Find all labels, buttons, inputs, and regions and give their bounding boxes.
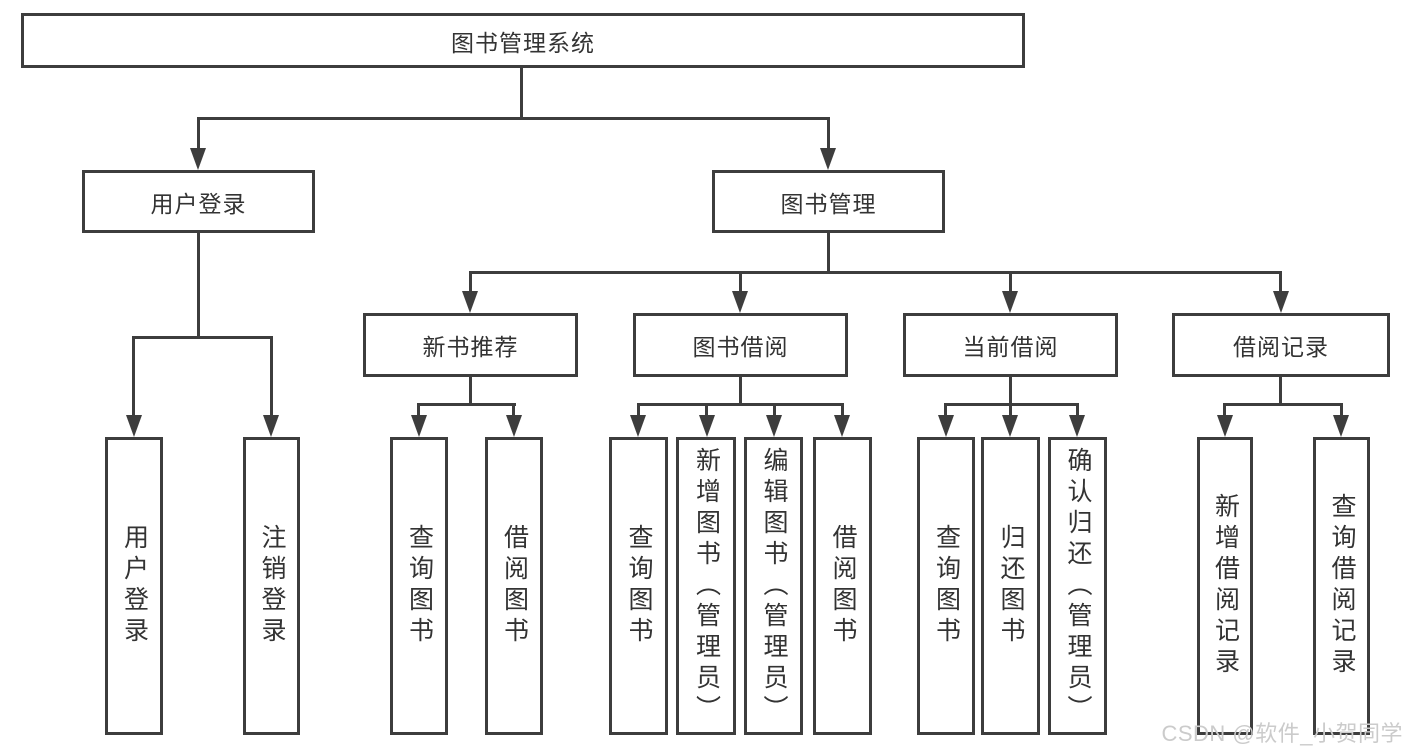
arrow-down-icon bbox=[462, 291, 478, 313]
arrow-down-icon bbox=[834, 415, 850, 437]
watermark: CSDN @软件_小贺同学 bbox=[1161, 721, 1403, 746]
connector-line bbox=[418, 403, 516, 406]
connector-line bbox=[1076, 403, 1079, 417]
connector-line bbox=[841, 403, 844, 417]
connector-line bbox=[469, 377, 472, 406]
connector-line bbox=[197, 117, 830, 120]
connector-line bbox=[944, 403, 947, 417]
arrow-down-icon bbox=[126, 415, 142, 437]
leaf-nbr-borrow-books: 借阅图书 bbox=[485, 437, 543, 735]
arrow-down-icon bbox=[1002, 415, 1018, 437]
connector-line bbox=[1223, 403, 1226, 417]
leaf-bb-edit-books-admin-label: 编辑图书（管理员） bbox=[760, 446, 788, 726]
connector-line bbox=[637, 403, 640, 417]
connector-line bbox=[1279, 271, 1282, 293]
leaf-cb-confirm-return-admin: 确认归还（管理员） bbox=[1048, 437, 1107, 735]
node-new-book-recommend-label: 新书推荐 bbox=[422, 334, 519, 360]
connector-line bbox=[637, 403, 844, 406]
leaf-cb-confirm-return-admin-label: 确认归还（管理员） bbox=[1064, 446, 1092, 726]
leaf-logout-label: 注销登录 bbox=[258, 524, 286, 648]
connector-line bbox=[739, 377, 742, 406]
arrow-down-icon bbox=[630, 415, 646, 437]
leaf-bb-borrow-books-label: 借阅图书 bbox=[829, 524, 857, 648]
connector-line bbox=[1009, 271, 1012, 293]
connector-line bbox=[827, 233, 830, 274]
connector-line bbox=[270, 336, 273, 417]
arrow-down-icon bbox=[190, 148, 206, 170]
connector-line bbox=[1340, 403, 1343, 417]
connector-line bbox=[1224, 403, 1343, 406]
leaf-nbr-borrow-books-label: 借阅图书 bbox=[500, 524, 529, 648]
leaf-br-query-record-label: 查询借阅记录 bbox=[1328, 493, 1356, 679]
arrow-down-icon bbox=[263, 415, 279, 437]
arrow-down-icon bbox=[1273, 291, 1289, 313]
node-borrowing-records: 借阅记录 bbox=[1172, 313, 1390, 377]
leaf-bb-borrow-books: 借阅图书 bbox=[813, 437, 872, 735]
node-current-borrowing: 当前借阅 bbox=[903, 313, 1118, 377]
node-book-management-system: 图书管理系统 bbox=[21, 13, 1025, 68]
arrow-down-icon bbox=[1002, 291, 1018, 313]
leaf-cb-return-books: 归还图书 bbox=[981, 437, 1040, 735]
node-new-book-recommend: 新书推荐 bbox=[363, 313, 578, 377]
leaf-br-add-record: 新增借阅记录 bbox=[1197, 437, 1253, 735]
leaf-bb-query-books-label: 查询图书 bbox=[625, 524, 653, 648]
connector-line bbox=[773, 403, 776, 417]
node-book-borrowing: 图书借阅 bbox=[633, 313, 848, 377]
connector-line bbox=[512, 403, 515, 417]
leaf-bb-query-books: 查询图书 bbox=[609, 437, 668, 735]
connector-line bbox=[417, 403, 420, 417]
arrow-down-icon bbox=[1069, 415, 1085, 437]
leaf-bb-edit-books-admin: 编辑图书（管理员） bbox=[744, 437, 803, 735]
node-book-management-label: 图书管理 bbox=[780, 190, 877, 217]
leaf-user-login-label: 用户登录 bbox=[120, 524, 149, 648]
node-book-borrowing-label: 图书借阅 bbox=[692, 334, 789, 360]
leaf-nbr-query-books: 查询图书 bbox=[390, 437, 448, 735]
arrow-down-icon bbox=[1217, 415, 1233, 437]
leaf-cb-query-books-label: 查询图书 bbox=[932, 524, 961, 648]
connector-line bbox=[1009, 377, 1012, 406]
node-user-login-label: 用户登录 bbox=[150, 190, 247, 217]
node-borrowing-records-label: 借阅记录 bbox=[1233, 334, 1329, 360]
leaf-br-add-record-label: 新增借阅记录 bbox=[1211, 493, 1240, 679]
connector-line bbox=[469, 271, 1282, 274]
arrow-down-icon bbox=[938, 415, 954, 437]
node-current-borrowing-label: 当前借阅 bbox=[962, 334, 1059, 360]
arrow-down-icon bbox=[1333, 415, 1349, 437]
connector-line bbox=[197, 117, 200, 150]
connector-line bbox=[827, 117, 830, 150]
arrow-down-icon bbox=[411, 415, 427, 437]
leaf-cb-return-books-label: 归还图书 bbox=[997, 524, 1025, 648]
leaf-logout: 注销登录 bbox=[243, 437, 300, 735]
leaf-br-query-record: 查询借阅记录 bbox=[1313, 437, 1370, 735]
node-book-management-system-label: 图书管理系统 bbox=[451, 29, 595, 56]
connector-line bbox=[1279, 377, 1282, 406]
arrow-down-icon bbox=[699, 415, 715, 437]
leaf-user-login: 用户登录 bbox=[105, 437, 163, 735]
connector-line bbox=[469, 271, 472, 293]
connector-line bbox=[197, 233, 200, 338]
arrow-down-icon bbox=[820, 148, 836, 170]
node-user-login: 用户登录 bbox=[82, 170, 315, 233]
arrow-down-icon bbox=[732, 291, 748, 313]
arrow-down-icon bbox=[766, 415, 782, 437]
node-book-management: 图书管理 bbox=[712, 170, 945, 233]
leaf-bb-add-books-admin-label: 新增图书（管理员） bbox=[692, 446, 721, 726]
leaf-nbr-query-books-label: 查询图书 bbox=[405, 524, 434, 648]
connector-line bbox=[520, 68, 523, 119]
leaf-cb-query-books: 查询图书 bbox=[917, 437, 975, 735]
connector-line bbox=[705, 403, 708, 417]
leaf-bb-add-books-admin: 新增图书（管理员） bbox=[676, 437, 736, 735]
arrow-down-icon bbox=[506, 415, 522, 437]
connector-line bbox=[132, 336, 273, 339]
connector-line bbox=[739, 271, 742, 293]
connector-line bbox=[132, 336, 135, 417]
connector-line bbox=[1009, 403, 1012, 417]
